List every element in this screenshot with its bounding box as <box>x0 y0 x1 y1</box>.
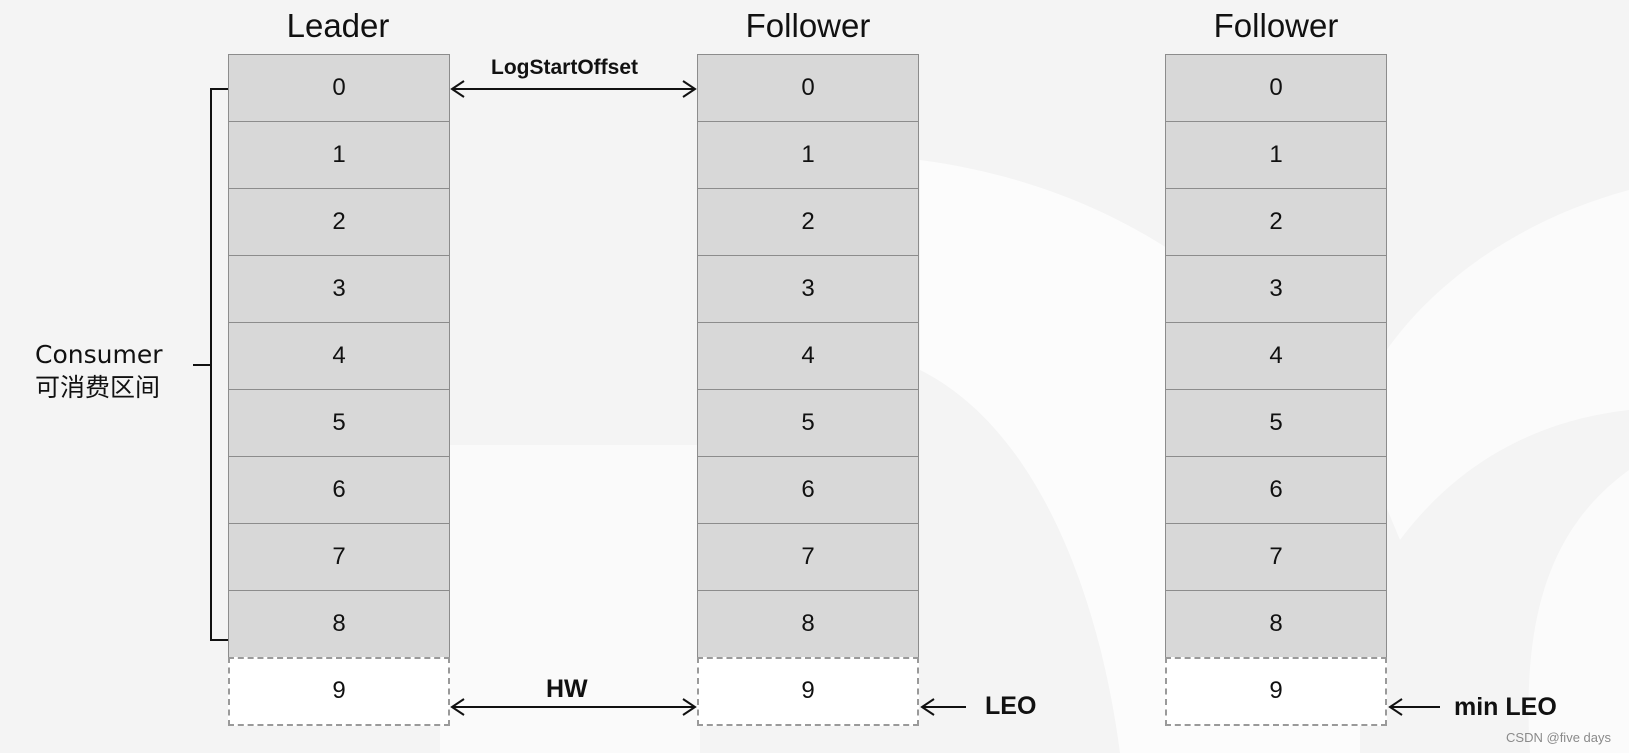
leader-log: 0 1 2 3 4 5 6 7 8 9 <box>228 54 450 726</box>
follower-2-log: 0 1 2 3 4 5 6 7 8 9 <box>1165 54 1387 726</box>
log-cell: 0 <box>1165 54 1387 123</box>
watermark: CSDN @five days <box>1506 730 1611 745</box>
log-cell: 4 <box>228 322 450 391</box>
log-cell: 3 <box>228 255 450 324</box>
hw-label: HW <box>546 675 588 703</box>
log-cell: 7 <box>1165 523 1387 592</box>
log-cell-uncommitted: 9 <box>228 657 450 726</box>
log-cell: 5 <box>697 389 919 458</box>
log-cell: 8 <box>228 590 450 659</box>
consumer-range-label: Consumer 可消费区间 <box>35 338 162 404</box>
log-cell: 8 <box>697 590 919 659</box>
log-cell: 1 <box>1165 121 1387 190</box>
log-start-offset-label: LogStartOffset <box>491 56 638 79</box>
arrow-head-right <box>682 698 697 716</box>
leo-label: LEO <box>985 692 1037 720</box>
log-cell: 1 <box>228 121 450 190</box>
arrow-head-left <box>920 698 935 716</box>
log-cell: 6 <box>1165 456 1387 525</box>
min-leo-label: min LEO <box>1454 693 1557 721</box>
log-cell: 5 <box>228 389 450 458</box>
log-cell: 7 <box>697 523 919 592</box>
log-cell: 0 <box>228 54 450 123</box>
log-cell: 8 <box>1165 590 1387 659</box>
log-cell: 1 <box>697 121 919 190</box>
arrow-head-left <box>450 698 465 716</box>
log-cell-uncommitted: 9 <box>697 657 919 726</box>
consumer-label-line2: 可消费区间 <box>35 373 161 402</box>
arrow-head-left <box>450 80 465 98</box>
log-cell: 2 <box>1165 188 1387 257</box>
leader-title: Leader <box>286 7 390 44</box>
consumer-bracket <box>210 88 228 641</box>
log-cell: 2 <box>697 188 919 257</box>
follower-1-title: Follower <box>745 7 871 44</box>
follower-1-log: 0 1 2 3 4 5 6 7 8 9 <box>697 54 919 726</box>
log-cell: 2 <box>228 188 450 257</box>
follower-2-title: Follower <box>1213 7 1339 44</box>
log-cell: 6 <box>697 456 919 525</box>
log-cell: 6 <box>228 456 450 525</box>
log-cell: 3 <box>697 255 919 324</box>
log-cell: 3 <box>1165 255 1387 324</box>
consumer-label-line1: Consumer <box>35 340 163 369</box>
arrow-head-left <box>1388 698 1403 716</box>
log-cell-uncommitted: 9 <box>1165 657 1387 726</box>
arrow-head-right <box>682 80 697 98</box>
